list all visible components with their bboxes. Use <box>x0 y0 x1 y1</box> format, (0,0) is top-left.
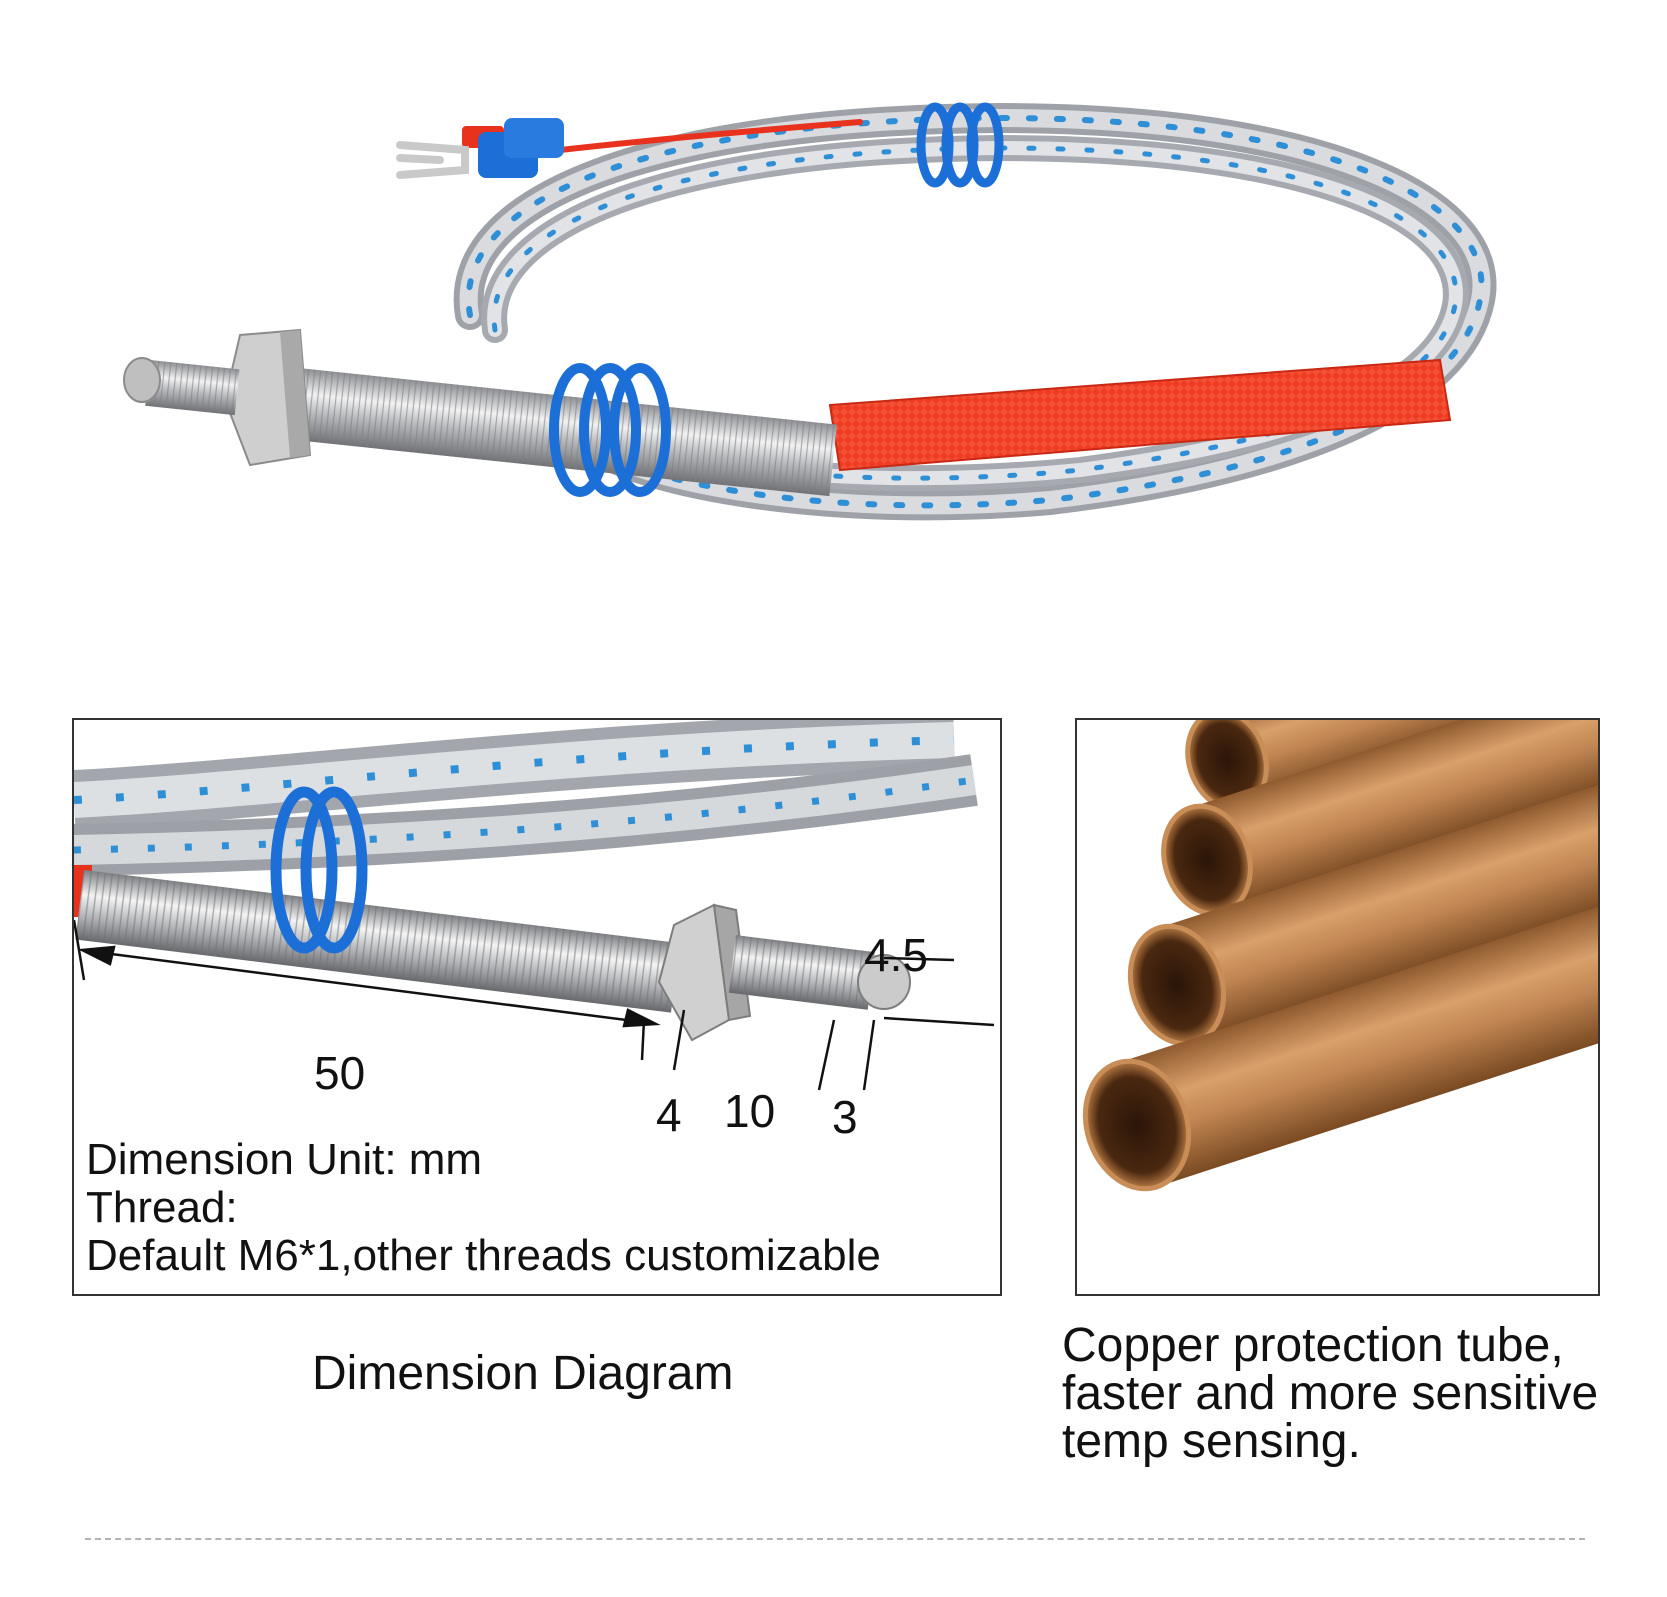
thermocouple-product-image <box>123 102 1497 521</box>
dimension-probe-length: 50 <box>314 1047 366 1099</box>
thread-value: Default M6*1,other threads customizable <box>86 1231 881 1280</box>
dimension-diagram-caption: Dimension Diagram <box>312 1347 734 1400</box>
copper-caption-line-1: Copper protection tube, <box>1062 1319 1564 1372</box>
dashed-divider <box>85 1538 1585 1540</box>
copper-tube-image <box>1082 720 1598 1192</box>
thread-label: Thread: <box>86 1183 238 1232</box>
dimension-unit-text: Dimension Unit: mm <box>86 1135 483 1184</box>
dimension-thread-length: 10 <box>724 1085 776 1137</box>
dimension-tip-diameter: 4.5 <box>864 929 928 981</box>
dimension-diagram-illustration <box>74 720 995 1091</box>
dimension-tip-length: 3 <box>832 1091 858 1143</box>
copper-caption-line-3: temp sensing. <box>1062 1415 1361 1468</box>
dimension-nut-width: 4 <box>656 1089 682 1141</box>
copper-tube-panel <box>1075 718 1600 1296</box>
copper-caption-line-2: faster and more sensitive <box>1062 1367 1599 1420</box>
dimension-diagram-panel: 4.5 50 4 10 3 Dimension Unit: mm Thread:… <box>72 718 1002 1296</box>
